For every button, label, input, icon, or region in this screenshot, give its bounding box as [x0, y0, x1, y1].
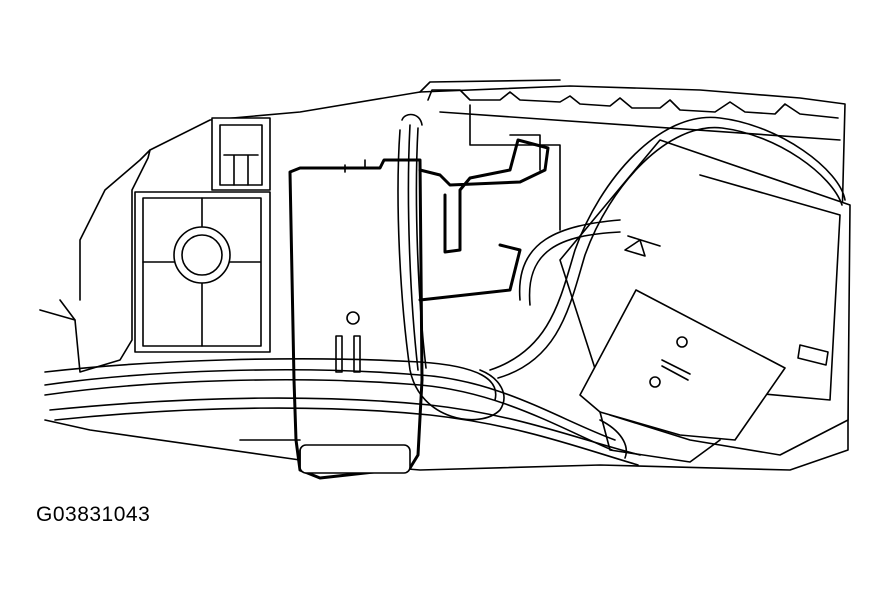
housing-outline: [39, 79, 849, 471]
connector-block: [418, 104, 561, 302]
control-module: [288, 158, 424, 480]
figure-caption: G03831043: [36, 503, 151, 526]
wire-harness: [44, 113, 846, 466]
actuator-assembly: [559, 139, 851, 463]
mounting-bracket: [134, 117, 271, 353]
